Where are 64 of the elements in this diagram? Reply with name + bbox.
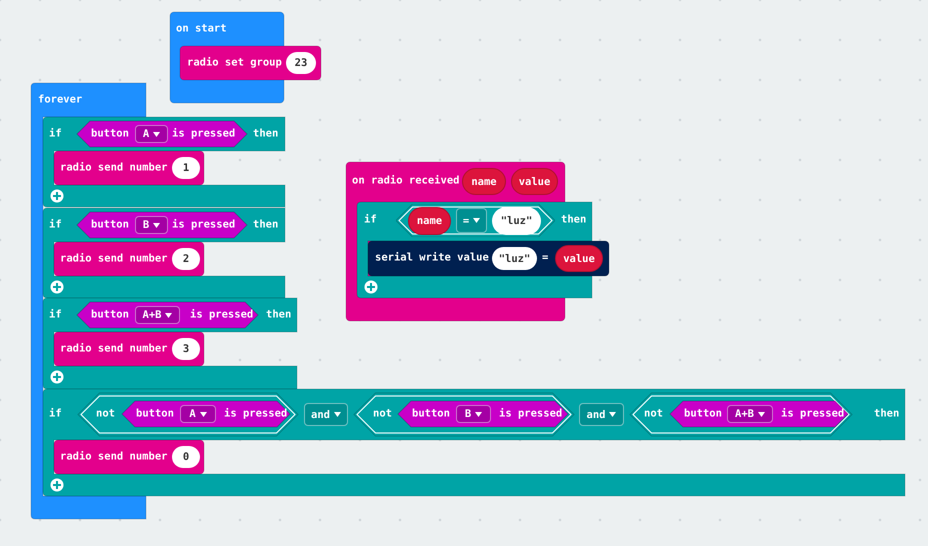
- condition-block: [77, 121, 247, 147]
- if-block: [43, 208, 285, 298]
- dropdown: B: [135, 216, 168, 234]
- dropdown: =: [456, 208, 487, 233]
- dropdown: and: [579, 403, 624, 426]
- block-label: serial write value: [375, 252, 489, 264]
- block-label: then: [253, 218, 278, 232]
- statement-block: [54, 332, 204, 366]
- dropdown: and: [304, 403, 348, 426]
- block-label: button: [684, 408, 722, 420]
- block-label: button: [91, 308, 129, 322]
- condition-block: [77, 212, 247, 238]
- block-label: not: [373, 408, 392, 420]
- block-label: radio set group: [187, 56, 282, 70]
- block-label: then: [561, 214, 586, 226]
- block-label: if: [49, 218, 62, 232]
- block-label: radio send number: [60, 162, 168, 174]
- block-label: if: [49, 308, 62, 322]
- block-label: then: [253, 128, 278, 140]
- block-label: not: [96, 408, 115, 420]
- block-label: button: [136, 408, 174, 420]
- statement-block: [54, 440, 204, 474]
- not-block: [78, 393, 298, 436]
- block-label: forever: [38, 94, 82, 106]
- if-block: [43, 389, 905, 496]
- block-label: button: [91, 218, 129, 232]
- block-label: then: [266, 308, 292, 322]
- block-label: is pressed: [172, 218, 236, 232]
- block-label: is pressed: [781, 408, 844, 420]
- dropdown: A+B: [727, 405, 773, 423]
- block-label: if: [49, 128, 62, 140]
- block-label: button: [412, 408, 450, 420]
- block-label: is pressed: [224, 408, 288, 420]
- dropdown: A: [180, 405, 216, 423]
- statement-block: [180, 46, 321, 80]
- block-label: radio send number: [60, 252, 168, 266]
- block-label: radio send number: [60, 342, 168, 356]
- condition-block: [398, 401, 568, 427]
- not-block: [354, 393, 574, 436]
- statement-block: [54, 242, 204, 276]
- dropdown: B: [456, 405, 491, 423]
- statement-block: [54, 151, 204, 185]
- block-label: if: [364, 214, 377, 226]
- dropdown: A+B: [135, 306, 180, 324]
- condition-block: [670, 401, 848, 427]
- block-label: is pressed: [172, 128, 236, 140]
- condition-block: [77, 302, 258, 328]
- block-label: =: [542, 252, 548, 264]
- statement-block: [368, 241, 609, 276]
- block-label: on start: [176, 22, 227, 36]
- if-block: [43, 298, 297, 389]
- dropdown: A: [135, 125, 168, 143]
- text-field: "luz": [492, 247, 537, 270]
- block-label: radio send number: [60, 450, 168, 464]
- block-label: button: [91, 128, 129, 140]
- condition-block: [122, 401, 290, 427]
- block-label: then: [874, 408, 900, 420]
- block-label: is pressed: [499, 408, 562, 420]
- not-block: [630, 393, 852, 436]
- if-block: [43, 117, 285, 207]
- block-label: not: [644, 408, 663, 420]
- block-label: is pressed: [190, 308, 254, 322]
- block-label: if: [49, 408, 62, 420]
- block-label: on radio received: [352, 174, 460, 188]
